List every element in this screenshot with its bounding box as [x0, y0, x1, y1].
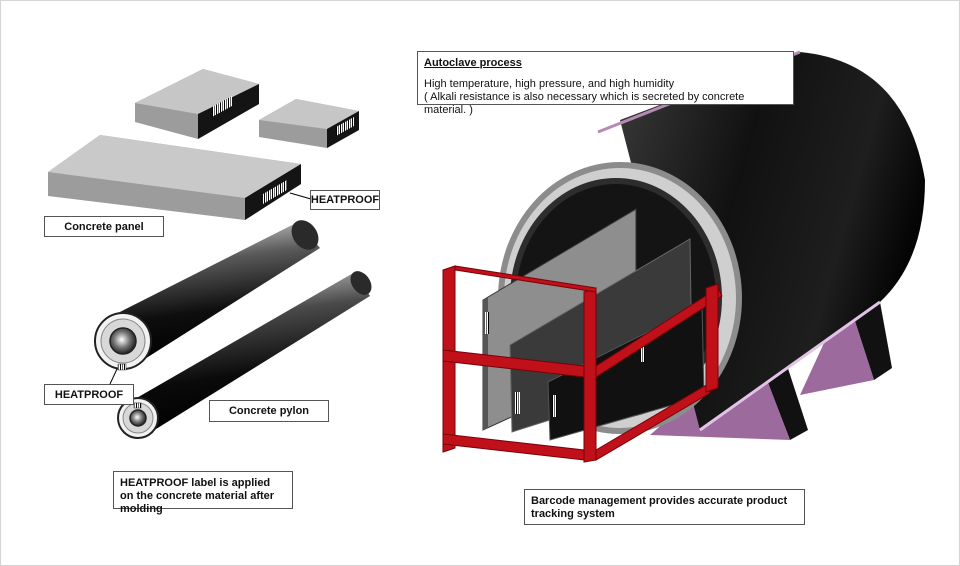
autoclave-line-2: ( Alkali resistance is also necessary wh…	[424, 91, 745, 116]
concrete-panel-large	[48, 135, 312, 220]
barcode-note: Barcode management provides accurate pro…	[524, 489, 805, 525]
autoclave-line-1: High temperature, high pressure, and hig…	[424, 78, 675, 90]
concrete-block-small-right	[259, 99, 359, 148]
autoclave-title: Autoclave process	[424, 57, 522, 69]
heatproof-pylon-label: HEATPROOF	[44, 384, 134, 405]
concrete-pylon-upper	[94, 220, 320, 385]
autoclave	[442, 50, 925, 463]
concrete-pylon-lower	[117, 271, 372, 439]
concrete-pylon-label: Concrete pylon	[209, 400, 329, 422]
concrete-block-small-left	[135, 69, 259, 139]
heatproof-note: HEATPROOF label is applied on the concre…	[113, 471, 293, 515]
autoclave-process-box: Autoclave process High temperature, high…	[417, 51, 794, 116]
heatproof-panel-label: HEATPROOF	[310, 190, 380, 210]
concrete-panel-label: Concrete panel	[44, 216, 164, 237]
